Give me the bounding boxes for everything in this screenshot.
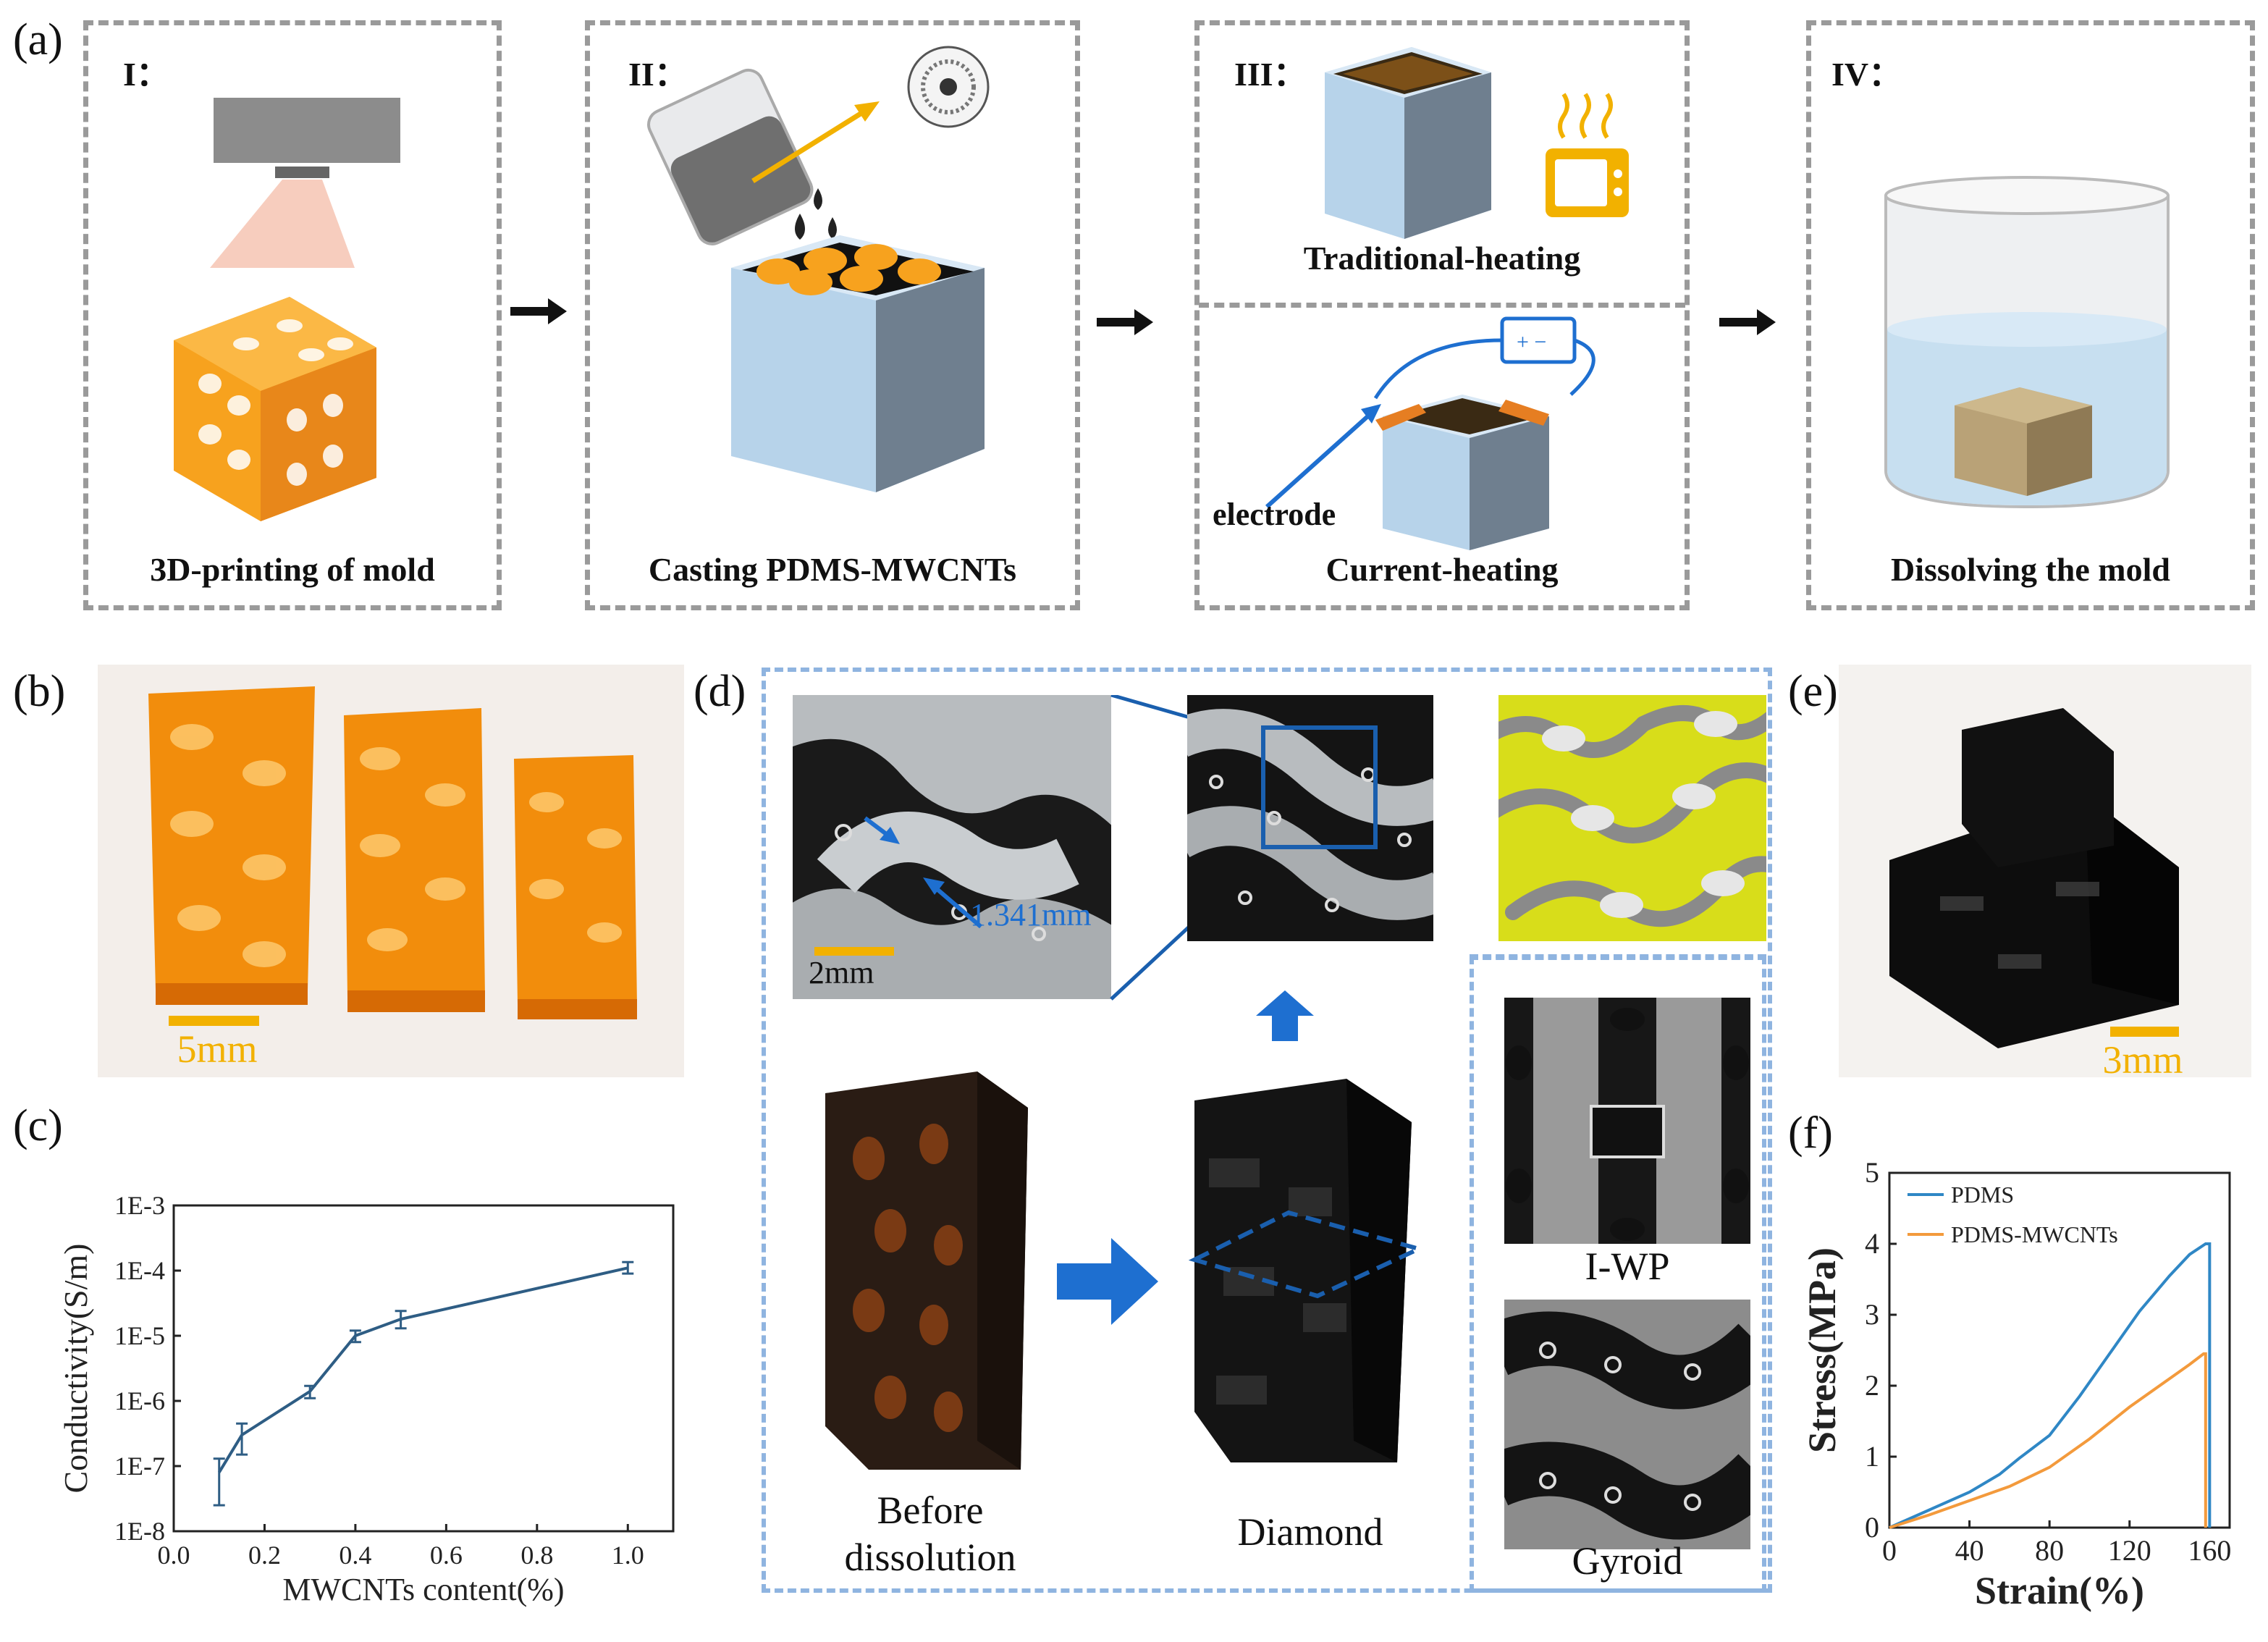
panel-label-c: (c) [13, 1101, 63, 1150]
step-3-divider [1199, 303, 1685, 308]
step-1-box [83, 20, 502, 610]
step-4-roman: IV： [1831, 56, 1902, 93]
iwp-cross-section [1504, 998, 1750, 1244]
x-tick-label: 80 [2035, 1534, 2064, 1567]
arrow-up-icon [1256, 990, 1314, 1041]
series-line-pdms [1889, 1242, 2212, 1529]
y-tick-label: 2 [1865, 1369, 1879, 1402]
electrode-label: electrode [1213, 497, 1336, 532]
y-tick-label: 1E-4 [114, 1256, 165, 1285]
traditional-heating-illustration [1325, 47, 1629, 239]
y-tick-label: 1 [1865, 1440, 1879, 1473]
sample-before-dissolution [811, 1064, 1042, 1477]
printer-illustration [210, 98, 400, 268]
panel-label-f: (f) [1788, 1108, 1833, 1158]
y-tick-label: 4 [1865, 1227, 1879, 1260]
orange-lattice-mold [174, 297, 376, 521]
gyroid-cross-section [1504, 1300, 1750, 1549]
x-tick-label: 0.2 [248, 1541, 281, 1570]
step-3-roman: III： [1234, 56, 1307, 93]
x-tick-label: 0.6 [430, 1541, 463, 1570]
step-4-box [1806, 20, 2255, 610]
diamond-cross-section [1187, 695, 1433, 941]
plot-frame [1888, 1171, 2231, 1529]
panel-d-divider [1470, 954, 1766, 959]
x-tick-label: 160 [2188, 1534, 2231, 1567]
mold-3 [514, 755, 637, 1019]
x-axis-label: MWCNTs content(%) [282, 1572, 564, 1607]
conductivity-chart: 0.0 0.2 0.4 0.6 0.8 1.0 1E-8 1E-7 1E-6 1E-5 1E-4 1E… [57, 1191, 675, 1607]
iwp-label: I-WP [1585, 1245, 1670, 1288]
legend-label: PDMS [1951, 1182, 2014, 1208]
step-4-caption: Dissolving the mold [1891, 551, 2170, 588]
x-tick-label: 0.4 [339, 1541, 371, 1570]
y-tick-label: 0 [1865, 1511, 1879, 1544]
printed-molds-photo: 5mm [98, 665, 684, 1077]
before-label: Before [877, 1489, 984, 1532]
arrow-right-icon [1719, 309, 1776, 335]
measure-label: 1.341mm [970, 897, 1092, 932]
x-tick-label: 0 [1882, 1534, 1897, 1567]
arrow-right-icon [1097, 309, 1153, 335]
composite-sample-photo: 3mm [1839, 665, 2251, 1077]
mold-1 [148, 686, 315, 1005]
legend-label: PDMS-MWCNTs [1951, 1221, 2118, 1247]
current-heating-caption: Current-heating [1325, 551, 1559, 588]
x-tick-label: 0.0 [158, 1541, 190, 1570]
y-tick-label: 1E-5 [114, 1321, 165, 1350]
y-tick-label: 1E-7 [114, 1452, 165, 1481]
panel-label-e: (e) [1788, 667, 1838, 716]
plot-frame [172, 1204, 675, 1533]
y-axis-label: Conductivity(S/m) [57, 1244, 94, 1494]
y-axis-label: Stress(MPa) [1800, 1247, 1844, 1453]
diamond-label: Diamond [1237, 1510, 1383, 1554]
step-1-caption: 3D-printing of mold [150, 551, 435, 588]
series-line [218, 1266, 628, 1473]
step-2-box [585, 20, 1080, 610]
panel-label-b: (b) [13, 667, 66, 716]
x-axis-label: Strain(%) [1975, 1569, 2144, 1612]
panel-d-border [762, 668, 1772, 1593]
step-2-roman: II： [628, 56, 688, 93]
panel-label-a: (a) [13, 15, 63, 64]
svg-text:+ −: + − [1517, 330, 1546, 354]
micrograph-zoom: 1.341mm 2mm [793, 695, 1111, 999]
x-tick-label: 1.0 [612, 1541, 644, 1570]
y-tick-label: 3 [1865, 1298, 1879, 1331]
x-tick-label: 40 [1955, 1534, 1984, 1567]
y-tick-label: 5 [1865, 1156, 1879, 1189]
mold-2 [344, 708, 485, 1012]
step-3-box [1194, 20, 1690, 610]
series-line-pdms-mwcnts [1889, 1352, 2207, 1529]
scale-bar-e-label: 3mm [2102, 1038, 2183, 1077]
current-heating-illustration: + − [1265, 316, 1595, 550]
scale-bar-b-label: 5mm [177, 1027, 258, 1071]
sample-diamond [1180, 1064, 1426, 1470]
y-tick-label: 1E-3 [114, 1191, 165, 1220]
arrow-right-blue-icon [1057, 1238, 1158, 1325]
dissolution-label: dissolution [844, 1536, 1016, 1579]
scale-bar-d-label: 2mm [809, 955, 874, 990]
panel-label-d: (d) [694, 667, 746, 716]
casting-illustration [647, 46, 990, 492]
gyroid-label: Gyroid [1572, 1539, 1683, 1583]
arrow-right-icon [510, 298, 567, 324]
traditional-heating-caption: Traditional-heating [1303, 240, 1581, 277]
step-1-roman: I： [123, 56, 169, 93]
step-2-caption: Casting PDMS-MWCNTs [648, 551, 1017, 588]
dissolving-beaker-illustration [1884, 176, 2170, 509]
diamond-model-render [1498, 695, 1766, 941]
y-tick-label: 1E-6 [114, 1386, 165, 1415]
x-tick-label: 0.8 [520, 1541, 553, 1570]
y-tick-label: 1E-8 [114, 1517, 165, 1546]
x-tick-label: 120 [2108, 1534, 2151, 1567]
